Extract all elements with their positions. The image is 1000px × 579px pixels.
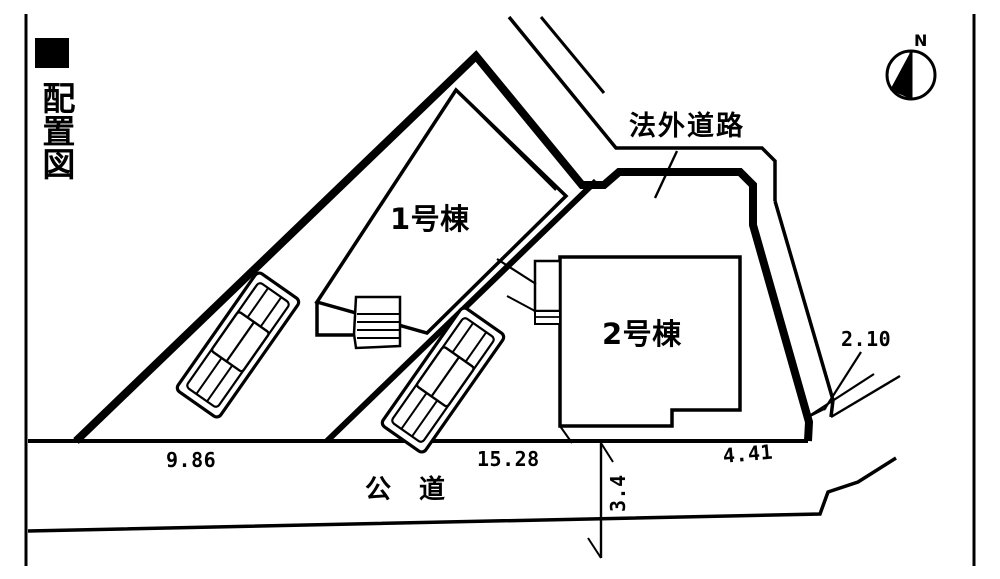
- north-arrow-icon: [885, 49, 937, 101]
- dimension-frontage-center: 15.28: [477, 447, 540, 471]
- building-2-footprint: [506, 255, 742, 444]
- dimension-frontage-west: 9.86: [166, 448, 217, 472]
- building-1-label: 1号棟: [390, 202, 470, 236]
- north-label: N: [914, 31, 928, 50]
- dimension-east-setback: 2.10: [841, 327, 892, 351]
- page-title: 配置図: [36, 81, 76, 180]
- building-1-entrance-steps: [352, 295, 402, 350]
- building-2-drive-line: [496, 258, 537, 285]
- dimension-leader-2-10: [805, 351, 901, 419]
- dimension-line-road-width: [587, 442, 614, 559]
- car-symbol-1: [175, 271, 301, 419]
- car-symbol-2: [380, 306, 506, 454]
- title-block: 配置図: [33, 38, 79, 201]
- page-border: [24, 14, 976, 566]
- dimension-road-width: 3.4: [606, 474, 630, 512]
- public-road-label: 公 道: [365, 475, 447, 505]
- building-2-label: 2号棟: [602, 317, 682, 351]
- private-road-strip: [507, 15, 835, 418]
- filled-square-bullet-icon: [35, 38, 69, 68]
- leader-line-private-road: [653, 150, 679, 199]
- private-road-label: 法外道路: [629, 111, 745, 142]
- dimension-frontage-east: 4.41: [721, 439, 774, 468]
- site-boundary: [73, 50, 814, 444]
